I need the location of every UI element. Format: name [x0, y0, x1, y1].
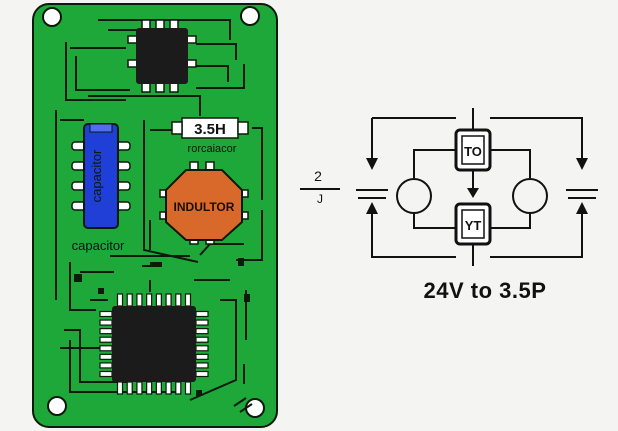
qfp-pin-bottom — [136, 381, 143, 395]
pcb-substrate — [32, 3, 278, 428]
capacitor-component: capacitor capacitor — [71, 123, 131, 253]
pcb-board: 3.5H rorcaiacor capacitor capa — [32, 3, 278, 428]
qfp-pin-top — [175, 293, 182, 307]
qfp-pin-bottom — [146, 381, 153, 395]
qfp-pin-left — [99, 353, 113, 360]
qfp-pin-right — [195, 319, 209, 326]
mounting-hole-top-right — [240, 6, 260, 26]
schematic-box-bottom: YT — [454, 202, 492, 246]
schematic-fraction-top: 2 — [314, 168, 322, 184]
pcb-small-parts — [74, 258, 250, 396]
ic-bottom — [99, 293, 209, 395]
capacitor-caption: capacitor — [72, 238, 125, 253]
schematic-caption: 24V to 3.5P — [423, 278, 547, 303]
component-value-bottom-label: rorcaiacor — [188, 143, 237, 155]
schematic: 2 J — [300, 108, 598, 266]
qfp-pin-right — [195, 328, 209, 335]
component-value-top-label: 3.5H — [194, 121, 226, 138]
qfp-pin-bottom — [116, 381, 124, 395]
qfp-pin-right — [195, 336, 209, 343]
qfp-pin-left — [99, 319, 113, 326]
qfp-pin-right — [195, 370, 209, 378]
inductor-body — [165, 169, 243, 241]
mounting-hole-bottom-right — [245, 398, 265, 418]
qfp-pin-bottom — [165, 381, 172, 395]
qfp-pin-right — [195, 353, 209, 360]
schematic-box-top-label: TO — [464, 144, 482, 159]
qfp-pin-bottom — [155, 381, 162, 395]
qfp-pin-top — [136, 293, 143, 307]
qfp-pin-right — [195, 362, 209, 369]
qfp-pin-bottom — [184, 381, 192, 395]
schematic-fraction-bottom: J — [317, 192, 323, 206]
capacitor-body-text: capacitor — [89, 149, 104, 202]
inductor-label: INDULTOR — [174, 200, 235, 214]
qfp-pin-left — [99, 328, 113, 335]
schematic-box-top: TO — [454, 128, 492, 172]
ic-top — [127, 19, 197, 93]
schematic-wires — [356, 108, 598, 266]
qfp-pin-left — [99, 345, 113, 352]
inductor-component: INDULTOR — [159, 161, 249, 245]
schematic-box-bottom-label: YT — [465, 218, 482, 233]
qfp-pin-top — [165, 293, 172, 307]
qfp-pin-left — [99, 362, 113, 369]
qfp-pin-top — [116, 293, 124, 307]
qfp-pin-top — [126, 293, 133, 307]
qfp-pin-bottom — [126, 381, 133, 395]
component-value-top: 3.5H rorcaiacor — [171, 117, 249, 155]
mounting-hole-bottom-left — [47, 396, 67, 416]
mounting-hole-top-left — [42, 7, 62, 27]
qfp-pin-left — [99, 310, 113, 318]
schematic-arrows — [366, 158, 588, 214]
qfp-pin-top — [155, 293, 162, 307]
qfp-pin-top — [184, 293, 192, 307]
ic-top-body — [136, 28, 188, 84]
qfp-pin-left — [99, 336, 113, 343]
qfp-pin-left — [99, 370, 113, 378]
ic-bottom-body — [112, 306, 196, 382]
qfp-pin-top — [146, 293, 153, 307]
qfp-pin-right — [195, 345, 209, 352]
qfp-pin-bottom — [175, 381, 182, 395]
pcb-traces — [55, 19, 263, 413]
qfp-pin-right — [195, 310, 209, 318]
